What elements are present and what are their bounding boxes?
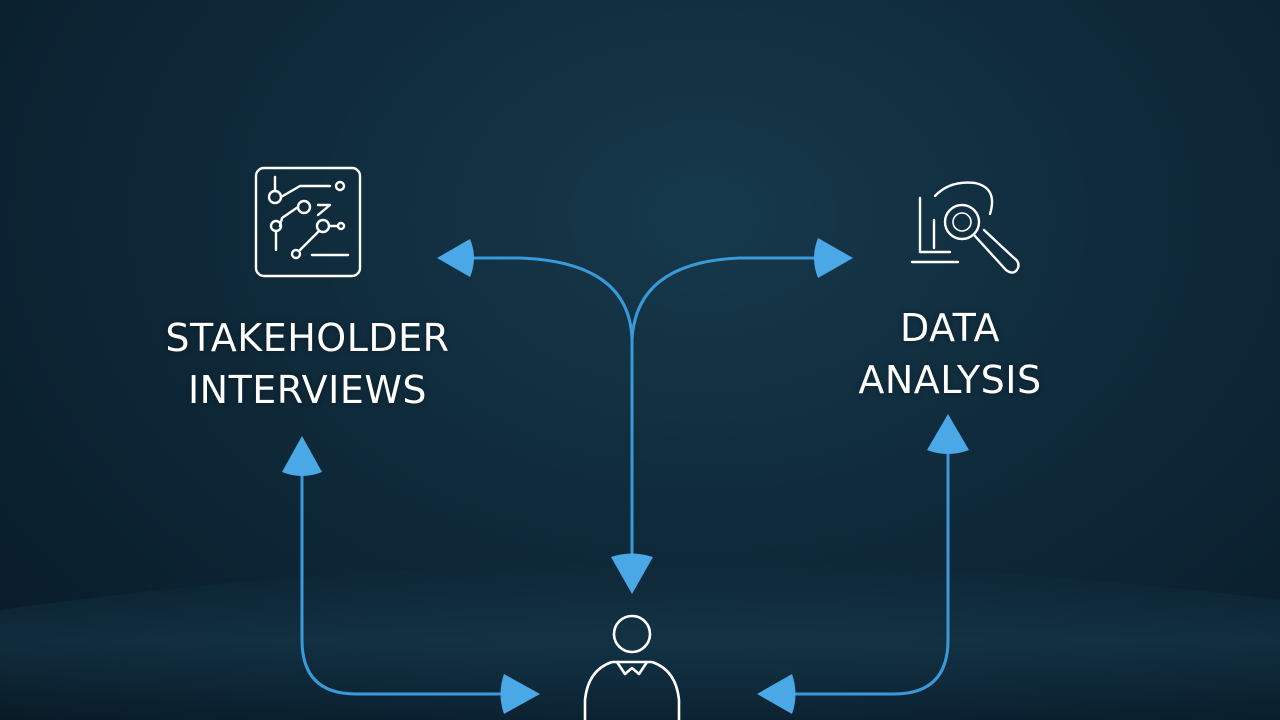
arrow-head-bottom-right — [757, 674, 796, 714]
arrow-heads — [282, 238, 969, 714]
data-analysis-label-line2: ANALYSIS — [858, 358, 1042, 402]
circuit-board-icon — [254, 166, 362, 278]
connectors — [300, 256, 950, 696]
arrow-head-right-up — [927, 414, 969, 454]
stakeholder-label-line1: STAKEHOLDER — [165, 316, 450, 360]
connector-right-loop — [784, 438, 950, 696]
arrow-head-center-down — [611, 553, 653, 594]
connector-left-loop — [300, 466, 510, 696]
person-icon — [583, 614, 681, 720]
stakeholder-label-line2: INTERVIEWS — [187, 368, 428, 412]
arrow-head-left-up — [282, 436, 322, 476]
stakeholder-interviews-label: STAKEHOLDER INTERVIEWS — [130, 312, 485, 416]
data-analysis-label: DATA ANALYSIS — [820, 302, 1080, 406]
arrow-head-left-top — [437, 239, 474, 277]
arrow-head-right-top — [814, 238, 853, 278]
connector-to-stakeholder — [463, 256, 634, 342]
connector-to-data-analysis — [630, 256, 822, 342]
data-analysis-label-line1: DATA — [900, 306, 1000, 350]
magnifier-chart-icon — [910, 181, 1020, 274]
arrow-head-bottom-left — [500, 674, 540, 714]
